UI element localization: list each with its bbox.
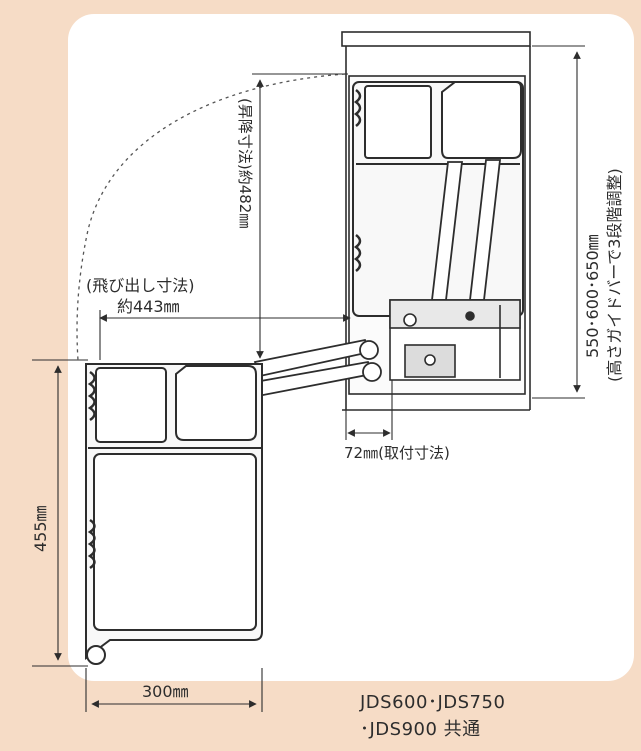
lift-label: (昇降寸法)約482㎜ (236, 98, 254, 228)
product-models-line-1: JDS600･JDS750 (360, 692, 506, 713)
product-models: JDS600･JDS750 ･JDS900 共通 (360, 689, 505, 743)
projection-dimension (99, 310, 351, 360)
width-dimension (85, 668, 263, 712)
height-label-2: (高さガイドバーで3段階調整) (605, 168, 624, 382)
projection-label-2: 約443㎜ (117, 297, 180, 316)
height-dimension (532, 45, 585, 399)
mount-dimension (345, 380, 393, 440)
lift-dimension (252, 73, 348, 359)
swing-path (76, 73, 346, 361)
projection-label-1: (飛び出し寸法) (86, 276, 195, 295)
lift-mechanism (389, 299, 521, 381)
depth-dimension (32, 359, 88, 667)
product-models-line-2: ･JDS900 共通 (360, 719, 481, 740)
width-label: 300㎜ (142, 682, 189, 701)
depth-label: 455㎜ (31, 505, 50, 552)
mount-label: 72㎜(取付寸法) (344, 444, 450, 462)
height-label-1: 550･600･650㎜ (583, 234, 602, 358)
extended-basket (85, 363, 263, 665)
